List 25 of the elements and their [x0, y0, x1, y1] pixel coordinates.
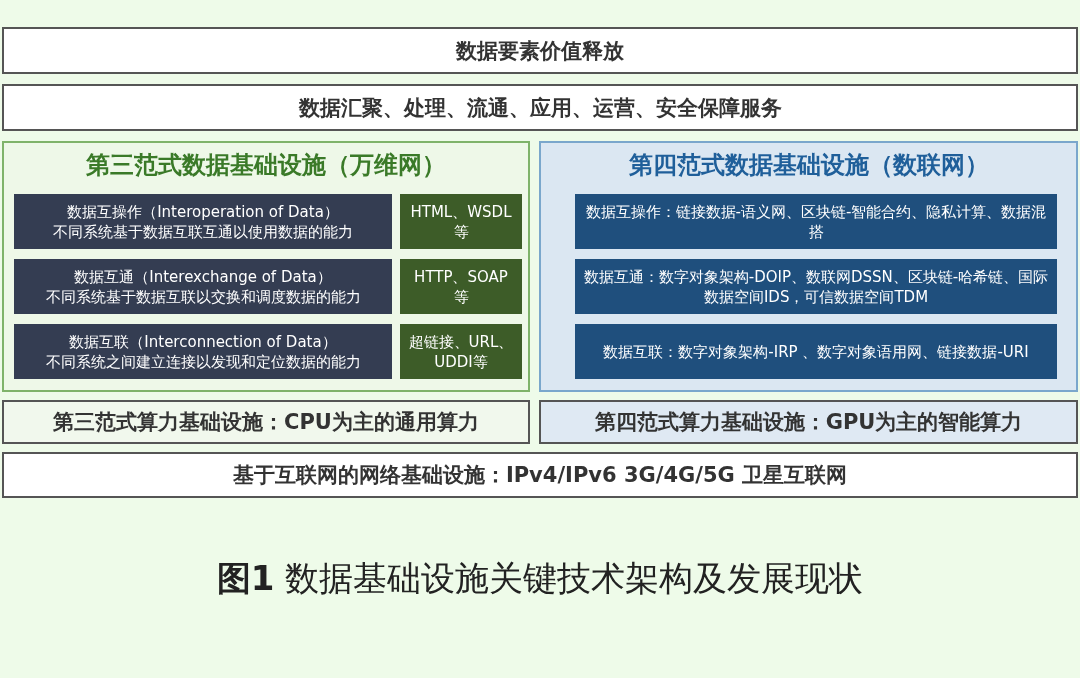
info-box: HTML、WSDL等 [400, 194, 522, 249]
panel [539, 141, 1078, 392]
description-text: 不同系统基于数据互联互通以使用数据的能力 [53, 221, 353, 242]
info-box [14, 259, 392, 314]
service-layer-box: 数据汇聚、处理、流通、应用、运营、安全保障服务 [2, 84, 1078, 131]
info-box [14, 324, 392, 379]
heading-text: 数据互通（Interexchange of Data） [74, 266, 332, 287]
info-box: 超链接、URL、UDDI等 [400, 324, 522, 379]
panel-title: 第三范式数据基础设施（万维网） [86, 150, 446, 181]
info-box: 数据互通：数字对象架构-DOIP、数联网DSSN、区块链-哈希链、国际数据空间IDS，可信数据空间TDM [575, 259, 1057, 314]
info-box: 数据互操作：链接数据-语义网、区块链-智能合约、隐私计算、数据混搭 [575, 194, 1057, 249]
top-layer-box: 数据要素价值释放 [2, 27, 1078, 74]
heading-text: 数据互联（Interconnection of Data） [69, 331, 337, 352]
info-box [14, 194, 392, 249]
description-text: 不同系统基于数据互联以交换和调度数据的能力 [45, 286, 361, 307]
info-box: 数据互联：数字对象架构-IRP 、数字对象语用网、链接数据-URI [575, 324, 1057, 379]
network-layer-box: 基于互联网的网络基础设施：IPv4/IPv6 3G/4G/5G 卫星互联网 [2, 452, 1078, 498]
compute-layer-box: 第三范式算力基础设施：CPU为主的通用算力 [2, 400, 530, 444]
compute-layer-box: 第四范式算力基础设施：GPU为主的智能算力 [539, 400, 1078, 444]
info-box: HTTP、SOAP等 [400, 259, 522, 314]
figure-caption: 图1 数据基础设施关键技术架构及发展现状 [215, 557, 865, 600]
panel [2, 141, 530, 392]
heading-text: 数据互操作（Interoperation of Data） [67, 201, 339, 222]
panel-title: 第四范式数据基础设施（数联网） [628, 150, 989, 181]
description-text: 不同系统之间建立连接以发现和定位数据的能力 [45, 351, 361, 372]
